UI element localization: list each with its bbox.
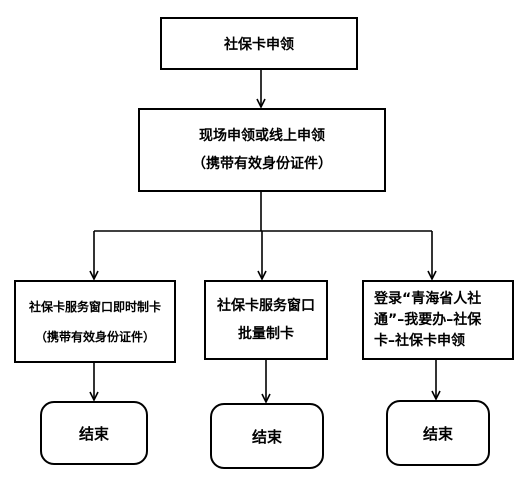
branch-instant-node: 社保卡服务窗口即时制卡 （携带有效身份证件） — [14, 280, 176, 363]
branch-online-line3: 卡–社保卡申领 — [374, 332, 465, 349]
start-node: 社保卡申领 — [160, 17, 358, 70]
branch-batch-line2: 批量制卡 — [238, 326, 294, 342]
branch-batch-line1: 社保卡服务窗口 — [217, 298, 315, 314]
branch-online-node: 登录“青海省人社 通”–我要办–社保 卡–社保卡申领 — [362, 280, 514, 360]
end-node-label: 结束 — [78, 424, 109, 443]
end-node-online: 结束 — [386, 400, 490, 466]
branch-instant-line1: 社保卡服务窗口即时制卡 — [28, 299, 161, 314]
end-node-label: 结束 — [251, 427, 282, 446]
apply-node: 现场申领或线上申领 （携带有效身份证件） — [138, 108, 386, 192]
branch-instant-line2: （携带有效身份证件） — [34, 329, 155, 344]
branch-batch-node: 社保卡服务窗口 批量制卡 — [204, 280, 328, 360]
end-node-label: 结束 — [422, 424, 453, 443]
end-node-batch: 结束 — [210, 403, 324, 469]
end-node-instant: 结束 — [40, 401, 148, 465]
start-node-label: 社保卡申领 — [224, 36, 294, 53]
apply-node-line1: 现场申领或线上申领 — [199, 128, 325, 144]
branch-online-line2: 通”–我要办–社保 — [374, 311, 482, 328]
branch-online-line1: 登录“青海省人社 — [374, 290, 482, 307]
apply-node-line2: （携带有效身份证件） — [192, 156, 332, 172]
